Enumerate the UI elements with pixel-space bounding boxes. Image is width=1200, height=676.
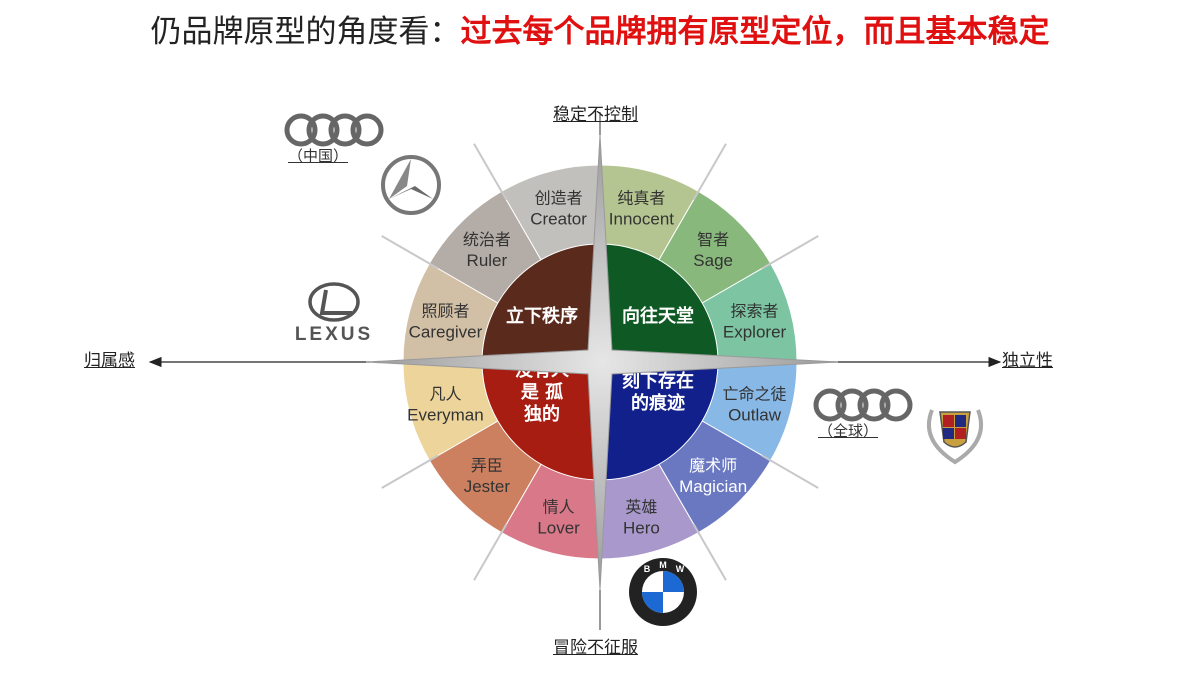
quadrant-label-3: 刻下存在的痕迹 bbox=[622, 370, 694, 414]
archetype-en-innocent: Innocent bbox=[609, 209, 674, 228]
spoke-1 bbox=[761, 235, 819, 270]
archetype-en-lover: Lover bbox=[537, 519, 580, 538]
archetype-zh-creator: 创造者 bbox=[535, 188, 583, 207]
quadrant-2 bbox=[481, 361, 601, 481]
axis-label-left: 归属感 bbox=[84, 351, 135, 371]
title-highlight: 过去每个品牌拥有原型定位，而且基本稳定 bbox=[460, 14, 1050, 50]
archetype-en-everyman: Everyman bbox=[407, 405, 484, 424]
cadillac-logo bbox=[926, 409, 984, 465]
bmw-letter-0: B bbox=[644, 564, 651, 574]
audi-global-caption: （全球） bbox=[818, 422, 879, 440]
archetype-zh-magician: 魔术师 bbox=[689, 456, 737, 475]
quadrant-3 bbox=[599, 361, 719, 481]
compass-star bbox=[365, 134, 839, 591]
archetype-en-sage: Sage bbox=[693, 251, 733, 270]
archetype-en-outlaw: Outlaw bbox=[728, 405, 782, 424]
archetype-zh-outlaw: 亡命之徒 bbox=[723, 384, 787, 403]
axis-label-right: 独立性 bbox=[1002, 351, 1053, 371]
spoke-3 bbox=[692, 523, 727, 581]
title-prefix: 仍品牌原型的角度看： bbox=[150, 14, 461, 50]
archetype-zh-jester: 弄臣 bbox=[471, 456, 503, 475]
archetype-en-ruler: Ruler bbox=[467, 251, 508, 270]
archetype-en-creator: Creator bbox=[530, 209, 587, 228]
archetype-zh-ruler: 统治者 bbox=[463, 230, 511, 249]
axis-label-top: 稳定不控制 bbox=[553, 105, 638, 125]
archetype-zh-caregiver: 照顾者 bbox=[421, 302, 469, 321]
mercedes-logo bbox=[381, 155, 441, 215]
quadrant-0 bbox=[481, 243, 601, 363]
archetype-zh-hero: 英雄 bbox=[625, 498, 657, 517]
lexus-wordmark: LEXUS bbox=[295, 324, 373, 345]
archetype-zh-lover: 情人 bbox=[543, 498, 575, 517]
bmw-logo bbox=[629, 558, 697, 626]
axis-label-bottom: 冒险不征服 bbox=[553, 638, 638, 658]
quadrant-label-1: 向往天堂 bbox=[622, 305, 694, 327]
audi-china-logo bbox=[284, 113, 384, 147]
spoke-0 bbox=[692, 143, 727, 201]
archetype-en-explorer: Explorer bbox=[723, 323, 787, 342]
spoke-2 bbox=[761, 454, 819, 489]
bmw-letter-1: M bbox=[659, 560, 667, 570]
archetype-en-jester: Jester bbox=[464, 477, 511, 496]
spoke-4 bbox=[473, 523, 508, 581]
archetype-en-magician: Magician bbox=[679, 477, 747, 496]
spoke-5 bbox=[381, 454, 439, 489]
archetype-zh-sage: 智者 bbox=[697, 230, 729, 249]
archetype-en-hero: Hero bbox=[623, 519, 660, 538]
spoke-7 bbox=[473, 143, 508, 201]
archetype-zh-everyman: 凡人 bbox=[429, 384, 461, 403]
page-title: 仍品牌原型的角度看：过去每个品牌拥有原型定位，而且基本稳定 bbox=[80, 10, 1120, 54]
archetype-en-caregiver: Caregiver bbox=[409, 323, 483, 342]
lexus-logo bbox=[308, 282, 360, 322]
quadrant-label-0: 立下秩序 bbox=[506, 305, 578, 327]
audi-global-logo bbox=[813, 388, 913, 422]
quadrant-1 bbox=[599, 243, 719, 363]
bmw-letter-2: W bbox=[676, 564, 685, 574]
archetype-zh-innocent: 纯真者 bbox=[617, 188, 665, 207]
spoke-6 bbox=[381, 235, 439, 270]
audi-china-caption: （中国） bbox=[288, 147, 349, 165]
archetype-zh-explorer: 探索者 bbox=[731, 302, 779, 321]
